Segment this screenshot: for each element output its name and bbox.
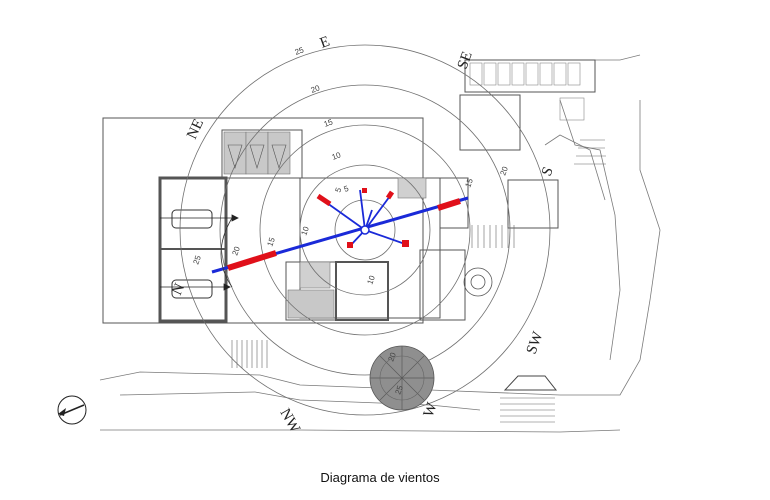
ring-label-mid-ne: 20 <box>310 83 322 95</box>
ring-label-small-ne: 10 <box>331 150 343 162</box>
ring-labels: 25 20 15 10 5 25 20 15 10 5 15 20 10 <box>191 45 510 285</box>
wind-axis <box>211 188 469 274</box>
ring-label-inner-w: 15 <box>265 236 277 248</box>
flow-arrows <box>160 214 239 291</box>
direction-w: W <box>421 400 441 420</box>
tree: 20 25 <box>369 345 435 411</box>
ring-label-inner-ne: 15 <box>323 117 335 129</box>
direction-s: S <box>539 165 557 179</box>
stairs <box>231 139 606 423</box>
round-planter <box>463 267 493 297</box>
site-lines <box>99 54 661 433</box>
direction-se: SE <box>455 49 476 71</box>
ring-label-mid-w: 20 <box>230 245 242 257</box>
ring-label-outer-w: 25 <box>191 254 203 266</box>
wind-rings-main <box>179 44 551 416</box>
direction-sw: SW <box>524 329 547 356</box>
ring-label-outer-ne: 25 <box>294 45 306 57</box>
ring-label-tiny-ne: 5 <box>343 184 351 194</box>
north-arrow-icon <box>57 395 87 425</box>
tree-ring-20: 20 <box>386 351 398 363</box>
direction-ne: NE <box>184 117 207 142</box>
direction-nw: NW <box>277 406 304 436</box>
parked-cars <box>171 209 213 299</box>
gazebo-roof <box>503 375 558 391</box>
ring-label-small-w: 10 <box>299 225 311 237</box>
parking-stalls <box>469 62 585 121</box>
ring-label-right-20: 20 <box>498 165 510 177</box>
ring-label-tiny-w: 5 <box>333 186 343 194</box>
diagram-caption: Diagrama de vientos <box>320 470 440 485</box>
ring-label-bottom-10: 10 <box>365 274 377 286</box>
service-rooms <box>223 131 427 319</box>
tree-ring-25: 25 <box>393 384 405 396</box>
ring-label-right-15: 15 <box>463 177 475 189</box>
direction-e: E <box>318 34 332 52</box>
